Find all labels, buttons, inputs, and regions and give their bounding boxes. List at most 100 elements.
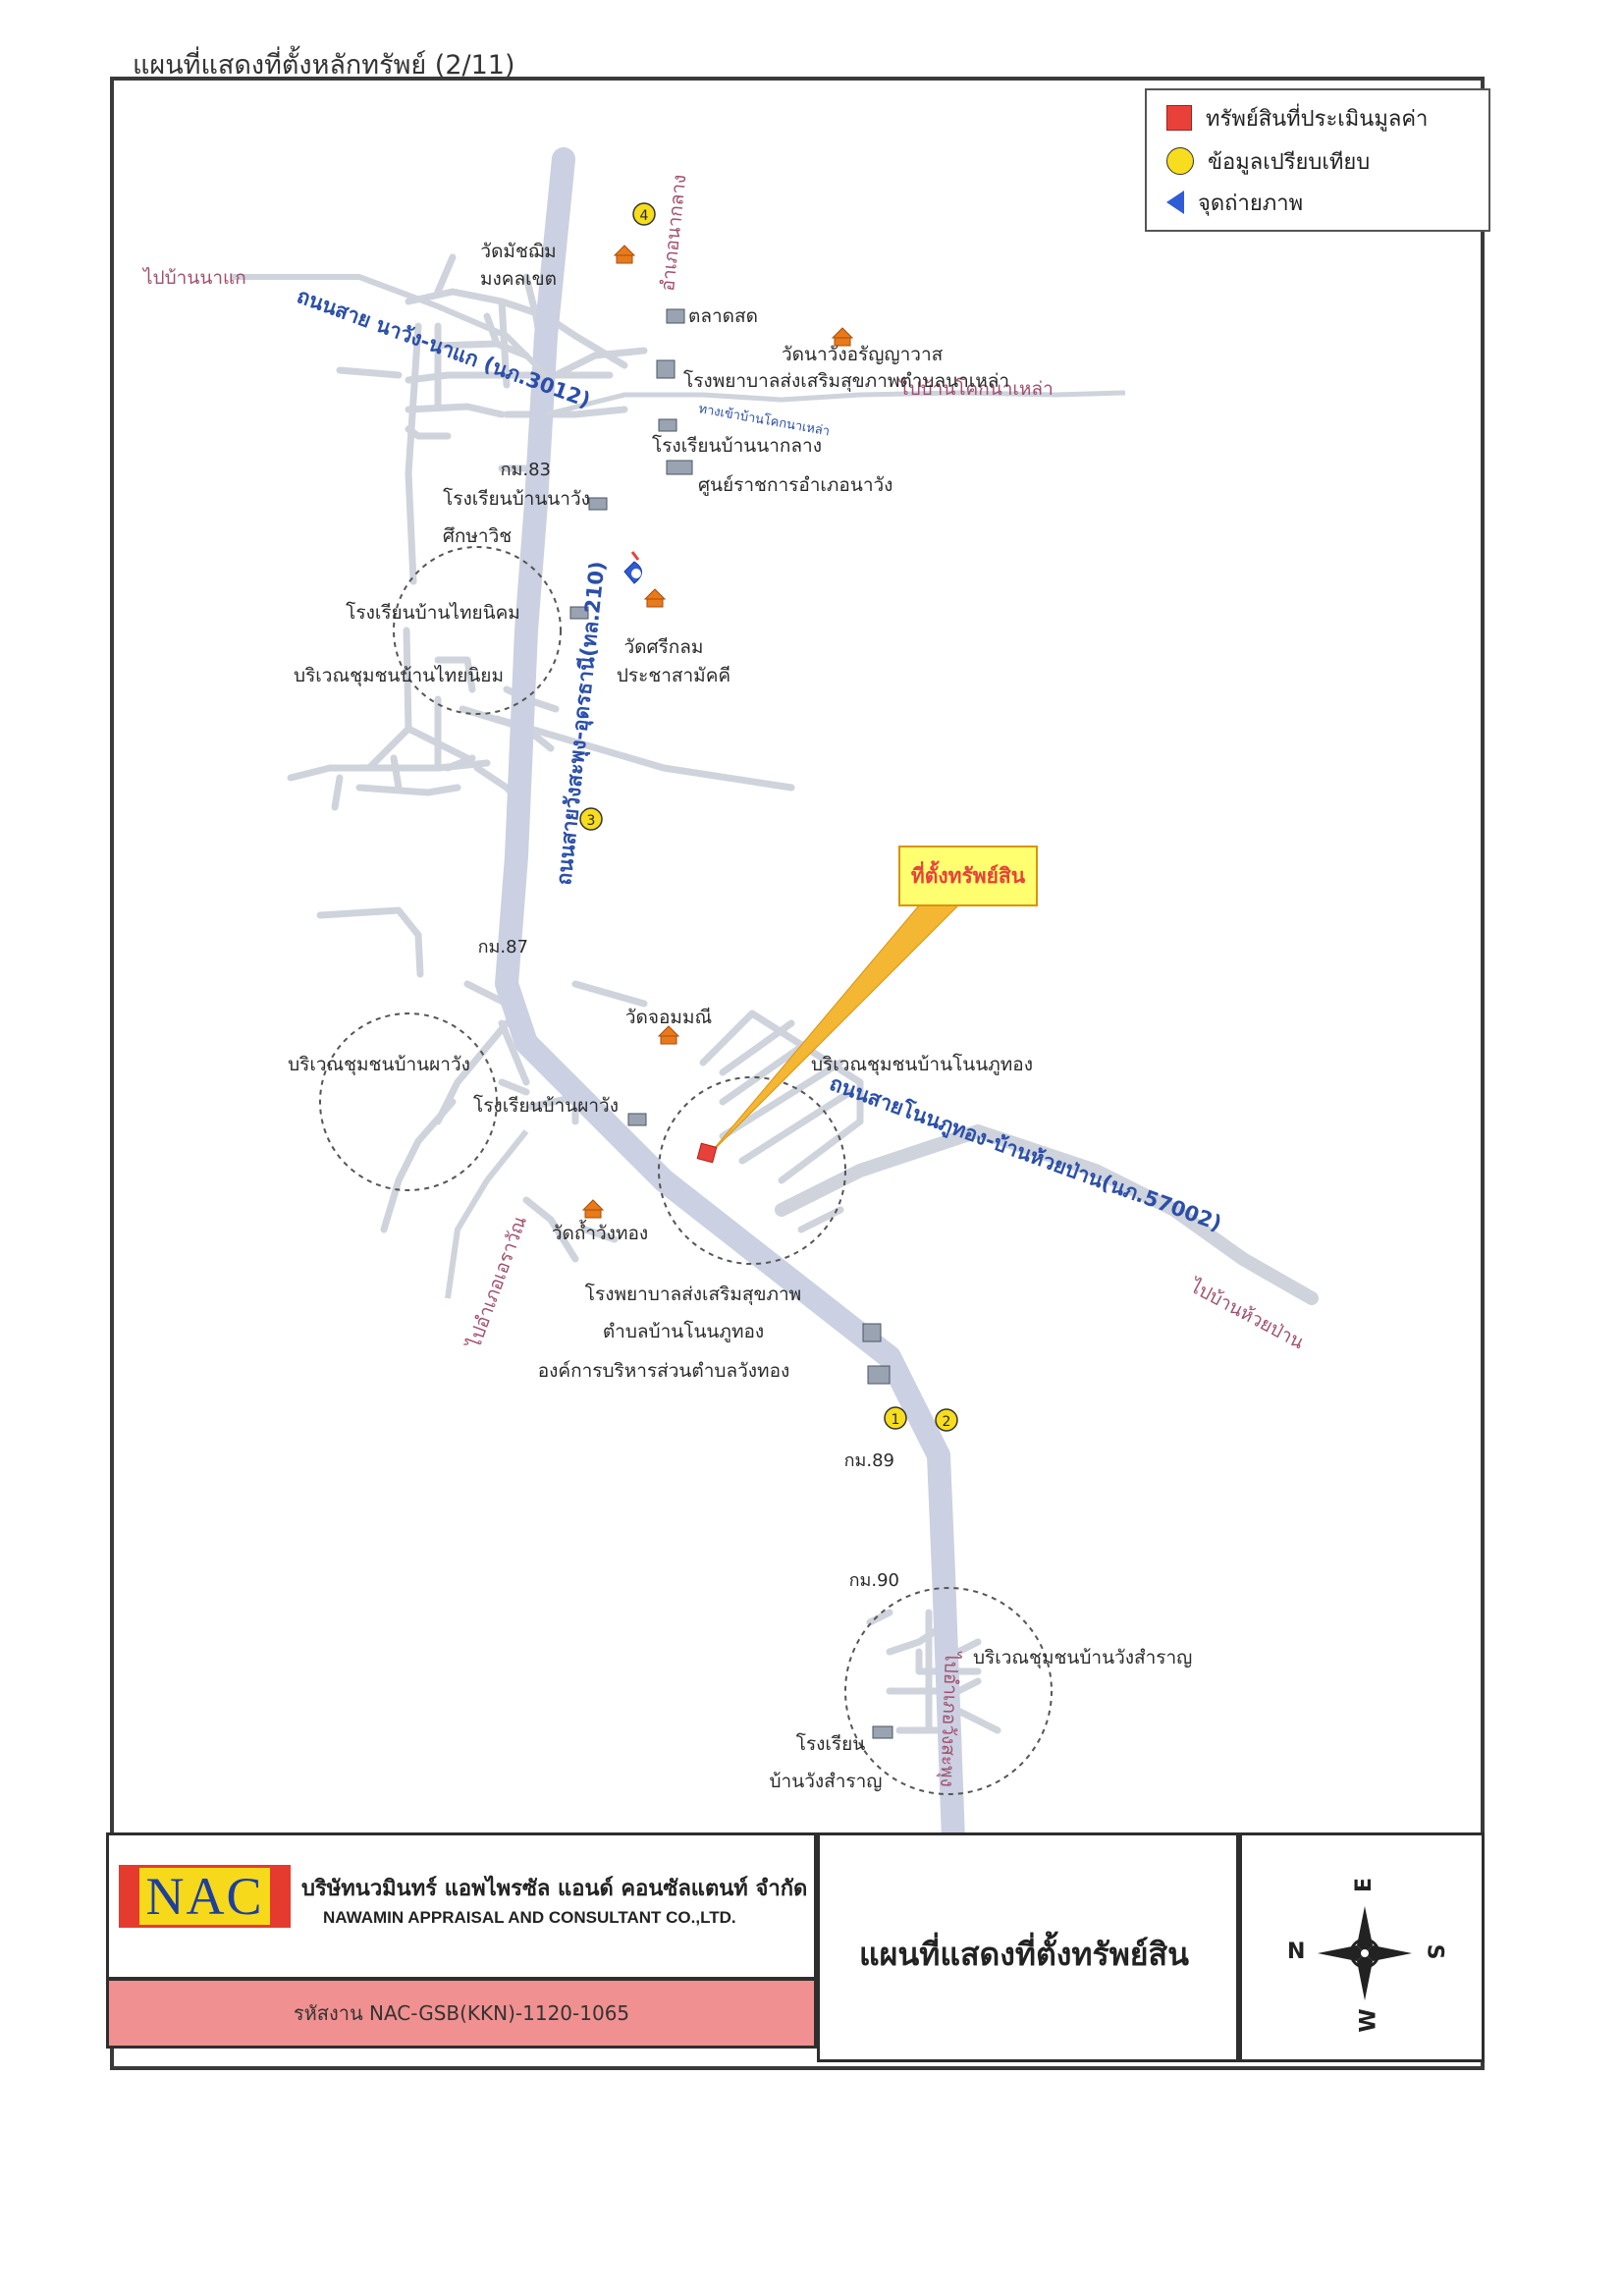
legend-label-photo: จุดถ่ายภาพ <box>1198 191 1304 216</box>
label-wat-sikrom-2: ประชาสามัคคี <box>617 665 730 686</box>
direction-east-top: ไปบ้านโคกนาเหล่า <box>897 377 1054 400</box>
government-building-icon <box>666 460 693 475</box>
nonphuthong-road <box>775 1123 1319 1305</box>
direction-west: ไปบ้านนาแก <box>141 267 246 289</box>
label-community-nonphuthong: บริเวณชุมชนบ้านโนนภูทอง <box>811 1053 1033 1076</box>
map-legend: ทรัพย์สินที่ประเมินมูลค่า ข้อมูลเปรียบเท… <box>1145 88 1490 232</box>
label-hospital-nalao: โรงพยาบาลส่งเสริมสุขภาพตำบลนาเหล่า <box>683 369 1009 393</box>
small-access-label: ทางเข้าบ้านโคกนาเหล่า <box>697 401 831 439</box>
km-marker-87: กม.87 <box>478 937 528 957</box>
compass-label-e: E <box>1352 1877 1378 1893</box>
label-school-nawang-2: ศึกษาวิช <box>443 525 512 547</box>
compass-label-s: S <box>1422 1943 1447 1960</box>
doc-title: แผนที่แสดงที่ตั้งทรัพย์สิน <box>859 1936 1189 1973</box>
camera-view-icon <box>1166 191 1184 214</box>
east-road <box>545 390 1126 417</box>
temple-icons <box>581 245 854 1219</box>
place-labels: วัดมัชฌิม มงคลเขต ตลาดสด วัดนาวังอรัญญาว… <box>288 241 1192 1792</box>
community-circle-thainiyom <box>393 546 562 715</box>
km-marker-83: กม.83 <box>501 460 551 480</box>
comparable-number-4: 4 <box>640 208 649 224</box>
school-icon <box>872 1725 893 1739</box>
label-community-wangsamran: บริเวณชุมชนบ้านวังสำราญ <box>973 1647 1192 1669</box>
comparable-marker-3: 3 <box>579 807 603 831</box>
hospital-icon <box>862 1323 882 1342</box>
community-circle-nonphuthong <box>658 1076 846 1265</box>
callout-label: ที่ตั้งทรัพย์สิน <box>911 860 1026 888</box>
legend-row-comparable: ข้อมูลเปรียบเทียบ <box>1166 143 1370 179</box>
label-hospital-nonphuthong-2: ตำบลบ้านโนนภูทอง <box>603 1320 764 1342</box>
direction-southwest: ไปอำเภอเอราวัณ <box>462 1213 531 1352</box>
label-wat-nawang: วัดนาวังอรัญญาวาส <box>782 344 944 365</box>
page-title: แผนที่แสดงที่ตั้งหลักทรัพย์ (2/11) <box>133 50 515 81</box>
nawang-road <box>232 274 549 378</box>
label-school-wangsamran-2: บ้านวังสำราญ <box>770 1771 883 1792</box>
nonphuthong-road-label: ถนนสายโนนภูทอง-บ้านห้วยป่าน(นภ.57002) <box>826 1070 1225 1237</box>
compass-label-n: N <box>1287 1940 1306 1964</box>
red-square-icon <box>1166 105 1192 131</box>
comparable-marker-4: 4 <box>632 202 656 226</box>
temple-icon <box>581 1199 605 1219</box>
km-marker-89: กม.89 <box>844 1450 894 1471</box>
label-wat-thamwangthong: วัดถ้ำวังทอง <box>552 1220 648 1244</box>
comparable-number-1: 1 <box>892 1412 900 1428</box>
temple-icon <box>831 327 854 347</box>
hospital-icon <box>656 359 676 379</box>
community-circle-wangsamran <box>844 1587 1053 1795</box>
job-code-band: รหัสงาน NAC-GSB(KKN)-1120-1065 <box>106 1978 817 2049</box>
label-school-wangsamran-1: โรงเรียน <box>796 1732 866 1755</box>
comparable-marker-2: 2 <box>935 1408 958 1432</box>
photo-point-icon <box>623 551 642 584</box>
legend-label-comparable: ข้อมูลเปรียบเทียบ <box>1208 149 1371 175</box>
label-school-naklang: โรงเรียนบ้านนากลาง <box>652 434 822 457</box>
legend-row-subject: ทรัพย์สินที่ประเมินมูลค่า <box>1166 100 1428 136</box>
label-market: ตลาดสด <box>688 305 758 327</box>
compass-rose-icon <box>1318 1906 1412 2000</box>
callout-box <box>898 846 1038 906</box>
company-name-english: NAWAMIN APPRAISAL AND CONSULTANT CO.,LTD… <box>323 1908 736 1927</box>
temple-icon <box>643 588 667 608</box>
yellow-circle-icon <box>1166 147 1194 175</box>
doc-title-cell: แผนที่แสดงที่ตั้งทรัพย์สิน <box>817 1832 1239 2062</box>
legend-row-photo: จุดถ่ายภาพ <box>1166 185 1303 220</box>
school-icon <box>588 497 608 511</box>
direction-north: อำเภอนากลาง <box>657 174 690 293</box>
school-icon <box>627 1113 647 1126</box>
km-markers: กม.83 กม.87 กม.89 กม.90 <box>478 460 899 1591</box>
label-wat-chommani: วัดจอมมณี <box>625 1007 712 1028</box>
label-district-office: ศูนย์ราชการอำเภอนาวัง <box>698 474 892 496</box>
nac-logo: NAC <box>119 1865 291 1928</box>
comparable-marker-1: 1 <box>884 1406 907 1430</box>
compass-label-w: W <box>1356 2008 1381 2033</box>
main-road-label: ถนนสายวังสะพุง-อุดรธานี(ทล.210) <box>552 560 612 886</box>
legend-label-subject: ทรัพย์สินที่ประเมินมูลค่า <box>1206 106 1429 132</box>
label-wat-sikrom-1: วัดศรีกลม <box>624 636 704 658</box>
map-canvas: ที่ตั้งทรัพย์สิน 4 3 1 2 <box>141 147 1319 1840</box>
label-community-thainiyom: บริเวณชุมชนบ้านไทยนิยม <box>294 665 504 687</box>
label-school-thainiyom: โรงเรียนบ้านไทยนิคม <box>346 601 520 624</box>
subject-property-marker <box>696 1142 718 1164</box>
nac-logo-text: NAC <box>139 1868 270 1925</box>
temple-icon <box>613 245 636 264</box>
label-wat-matchima-1: วัดมัชฌิม <box>480 241 556 262</box>
label-community-phawang: บริเวณชุมชนบ้านผาวัง <box>288 1054 470 1076</box>
company-cell: NAC บริษัทนวมินทร์ แอพไพรซัล แอนด์ คอนซั… <box>106 1832 817 1980</box>
title-block: NAC บริษัทนวมินทร์ แอพไพรซัล แอนด์ คอนซั… <box>106 1832 1485 2062</box>
main-road <box>495 147 965 1840</box>
market-icon <box>666 308 685 324</box>
label-hospital-nonphuthong-1: โรงพยาบาลส่งเสริมสุขภาพ <box>585 1283 801 1306</box>
km-marker-90: กม.90 <box>849 1570 899 1591</box>
label-wat-matchima-2: มงคลเขต <box>480 268 557 290</box>
label-tao-wangthong: องค์การบริหารส่วนตำบลวังทอง <box>538 1360 790 1382</box>
label-school-nawang-1: โรงเรียนบ้านนาวัง <box>443 487 590 510</box>
erawan-road <box>445 1129 529 1299</box>
map-frame: ที่ตั้งทรัพย์สิน 4 3 1 2 <box>110 77 1490 2070</box>
company-name-thai: บริษัทนวมินทร์ แอพไพรซัล แอนด์ คอนซัลแตน… <box>301 1877 808 1901</box>
temple-icon <box>657 1025 680 1045</box>
school-icon <box>658 418 677 432</box>
label-school-phawang: โรงเรียนบ้านผาวัง <box>473 1094 619 1117</box>
compass-cell: N S E W <box>1239 1832 1485 2062</box>
comparable-number-3: 3 <box>587 813 596 829</box>
community-circle-phawang <box>319 1012 498 1191</box>
school-icon <box>569 606 589 620</box>
